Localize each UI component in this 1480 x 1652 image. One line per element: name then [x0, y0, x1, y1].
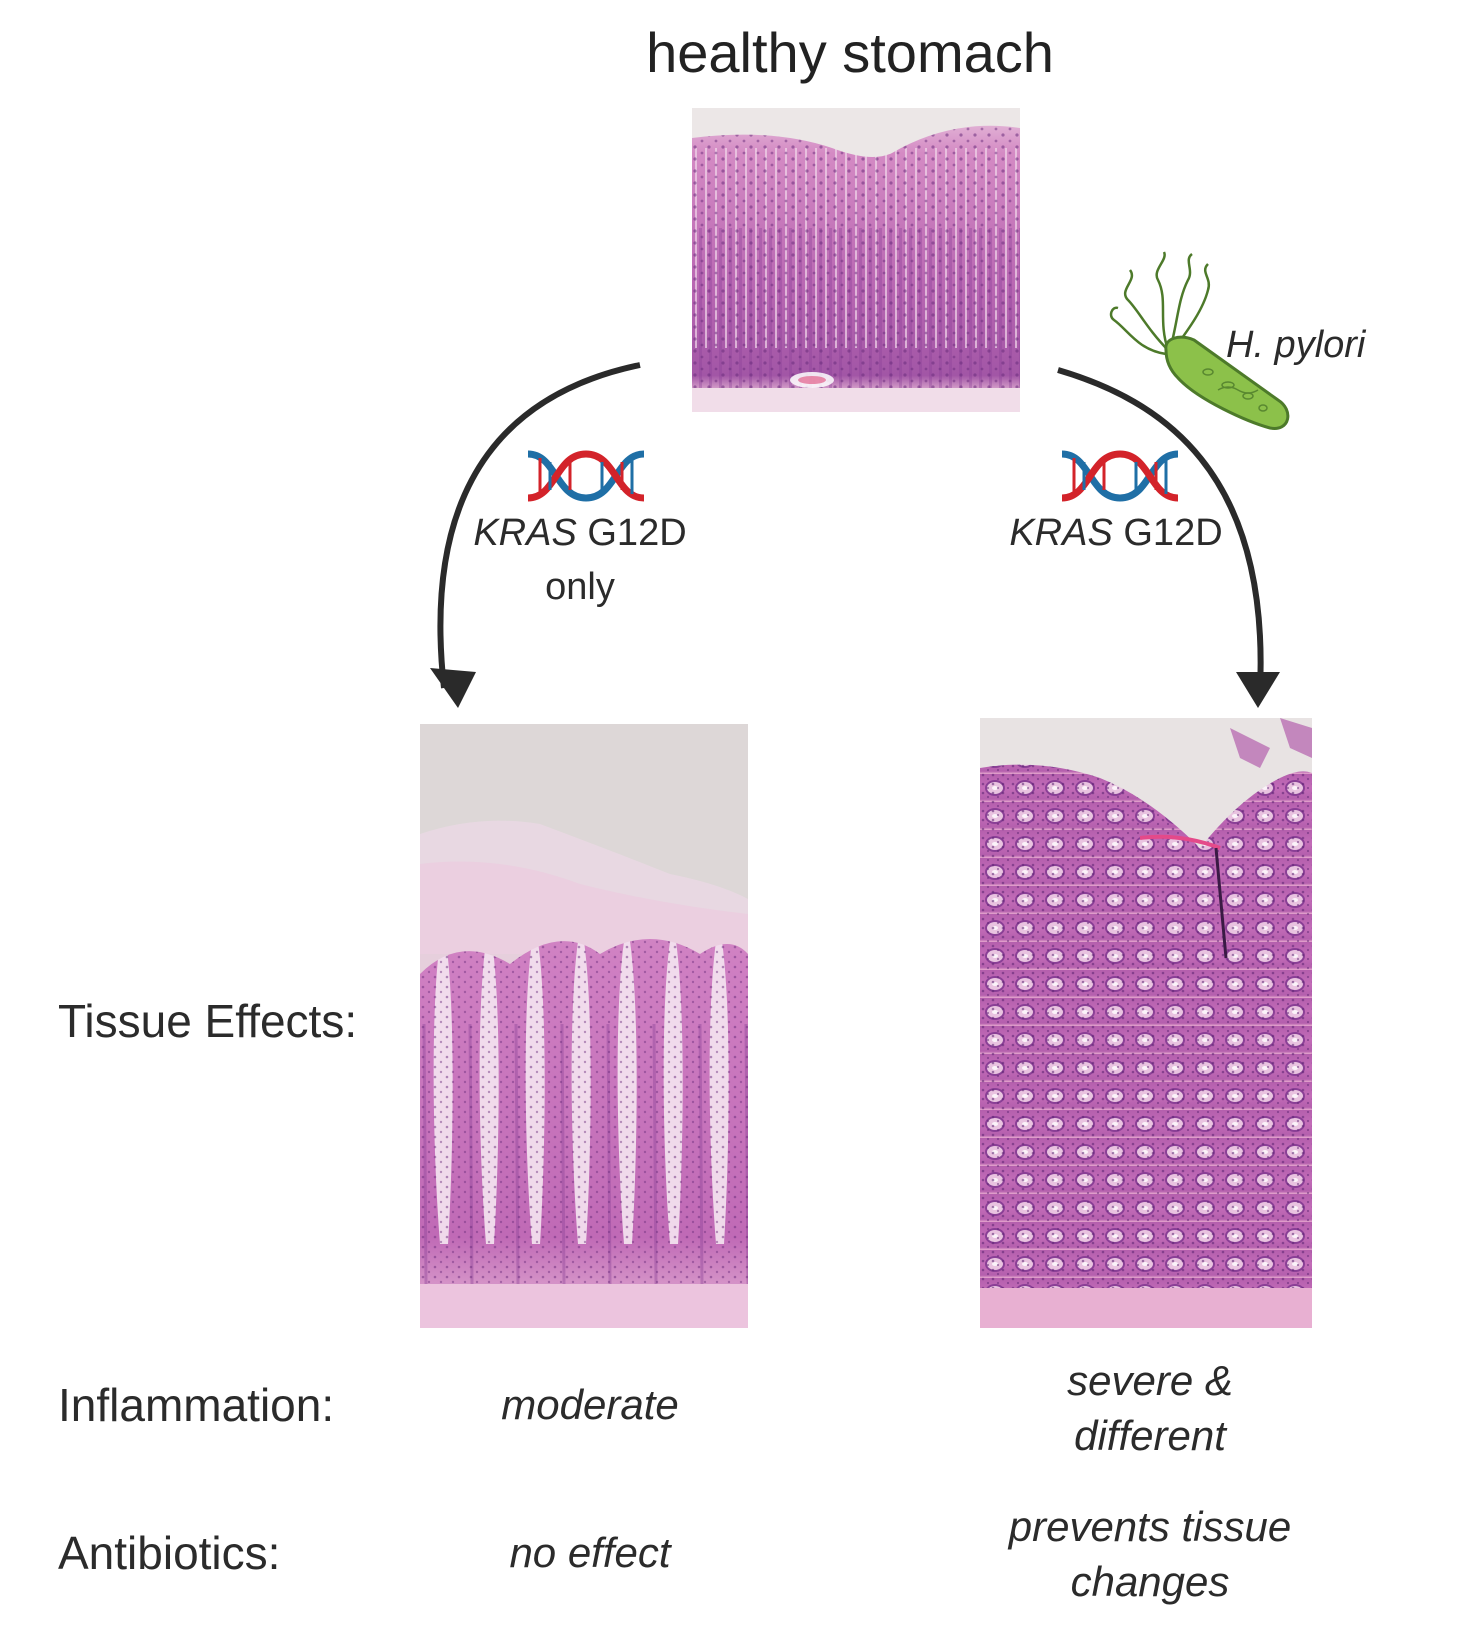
healthy-stomach-image	[692, 108, 1020, 412]
diagram-title: healthy stomach	[646, 21, 1054, 84]
right-mutation: G12D	[1123, 512, 1223, 554]
right-gene: KRAS	[1009, 512, 1113, 554]
antibiotics-right-line2: changes	[1070, 1557, 1230, 1605]
kras-hpylori-tissue-image	[980, 718, 1312, 1328]
antibiotics-right-line1: prevents tissue	[1008, 1503, 1292, 1550]
right-arrow	[1057, 367, 1264, 691]
left-mutation: G12D	[587, 512, 687, 554]
dna-icon	[526, 448, 646, 504]
dna-icon	[1060, 448, 1180, 504]
left-gene: KRAS	[473, 512, 577, 554]
inflammation-label: Inflammation:	[58, 1379, 335, 1431]
left-arrowhead	[430, 668, 476, 708]
inflammation-right-value: severe & different	[1000, 1354, 1300, 1463]
antibiotics-right-value: prevents tissue changes	[960, 1500, 1340, 1609]
left-mutation-label: KRAS G12D	[460, 512, 700, 555]
kras-only-tissue-image	[420, 724, 748, 1328]
right-mutation-label: KRAS G12D	[996, 512, 1236, 555]
left-arrow	[437, 362, 641, 689]
inflammation-right-line1: severe &	[1067, 1357, 1233, 1404]
inflammation-right-line2: different	[1074, 1411, 1226, 1459]
antibiotics-label: Antibiotics:	[58, 1527, 281, 1579]
h-pylori-bacterium-icon	[1108, 250, 1298, 440]
left-mutation-note: only	[545, 566, 615, 608]
antibiotics-left-value: no effect	[509, 1529, 671, 1576]
h-pylori-label: H. pylori	[1226, 324, 1366, 366]
tissue-effects-label: Tissue Effects:	[58, 995, 358, 1047]
inflammation-left-value: moderate	[501, 1381, 679, 1428]
right-arrowhead	[1236, 672, 1280, 708]
